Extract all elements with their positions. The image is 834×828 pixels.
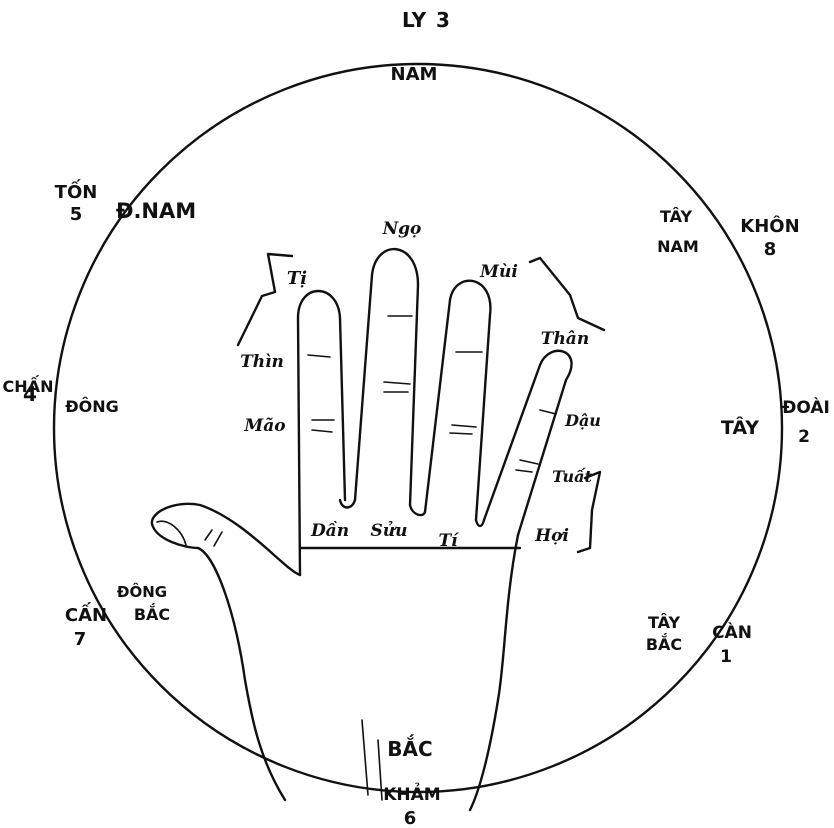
trigram-khon-num: 8 [764,239,777,260]
direction-tay-bac-1: TÂY [648,613,681,632]
branch-tuat: Tuất [552,467,592,486]
branch-mao: Mão [243,416,285,436]
trigram-doai-num: 2 [798,427,810,447]
direction-dong: ĐÔNG [65,397,119,416]
trigram-chan-num: 4 [23,382,37,406]
trigram-kham-num: 6 [404,808,417,828]
branch-suu: Sửu [371,521,408,541]
direction-tay-nam-2: NAM [657,237,699,256]
trigram-ton-name: TỐN [55,179,98,203]
trigram-ly-name: LY [402,8,427,32]
branch-ti-rat: Tí [438,531,459,551]
compass-circle [54,64,782,792]
branch-ti-snake: Tị [287,268,307,289]
trigram-can-ne-name: CẤN [65,602,107,626]
branch-dan: Dần [310,521,349,541]
trigram-ton-num: 5 [70,204,83,225]
direction-tay: TÂY [721,416,759,439]
direction-nam: NAM [391,64,438,85]
hand-outline [152,249,572,810]
branch-ngo: Ngọ [382,219,422,239]
trigram-ly-num: 3 [436,8,450,32]
trigram-can-nw-name: CÀN [712,621,752,643]
branch-hoi: Hợi [534,526,569,546]
branch-thin: Thìn [240,352,284,372]
trigram-can-nw-num: 1 [720,647,732,667]
branch-mui: Mùi [479,262,518,282]
trigram-khon-name: KHÔN [740,215,799,237]
direction-tay-nam-1: TÂY [660,207,693,226]
direction-dong-bac-1: ĐÔNG [117,582,167,601]
trigram-can-ne-num: 7 [74,629,87,650]
trigram-doai-name: ĐOÀI [782,396,830,418]
direction-dong-bac-2: BẮC [134,603,170,624]
branch-dau: Dậu [564,411,601,430]
direction-dong-nam: Đ.NAM [116,199,196,223]
branch-than: Thân [541,329,589,349]
direction-bac: BẮC [387,735,432,761]
trigram-kham-name: KHẢM [383,782,440,805]
brackets [238,254,604,552]
direction-tay-bac-2: BẮC [646,633,682,654]
